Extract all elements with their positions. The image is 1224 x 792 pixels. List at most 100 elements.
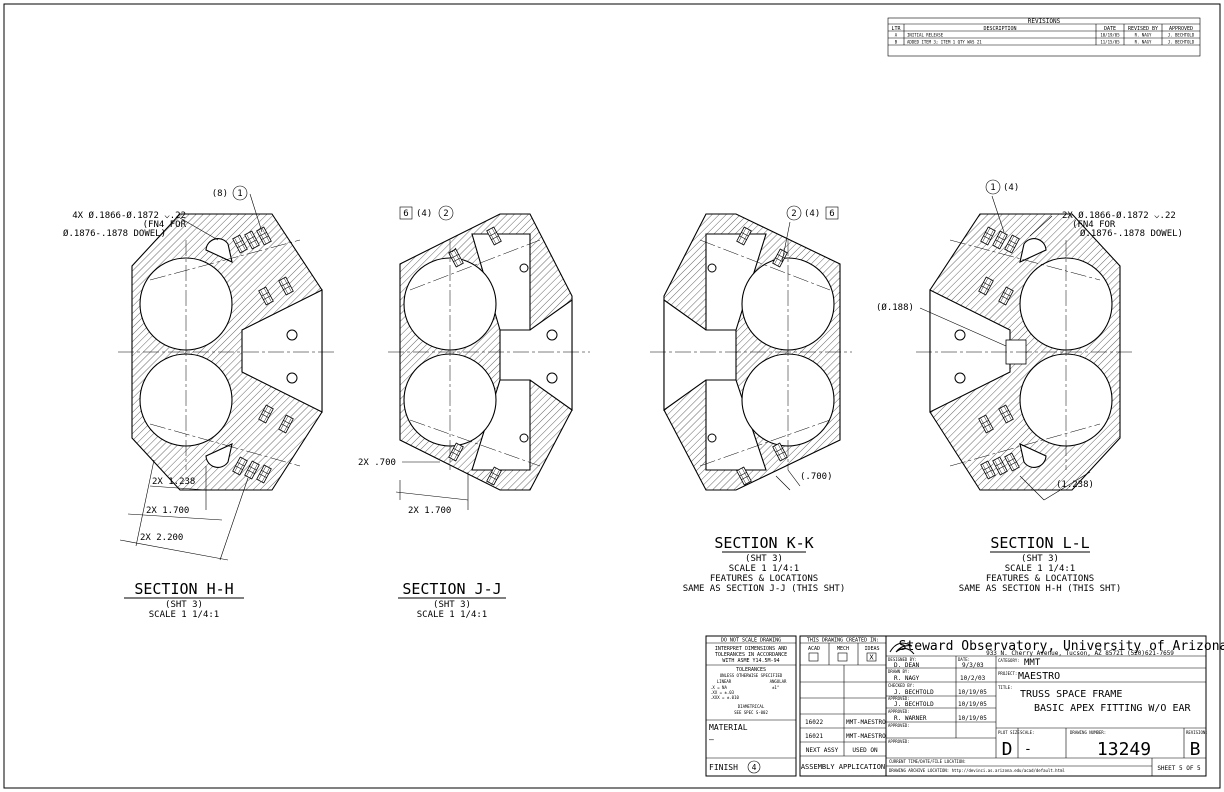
tb-do-not-scale: DO NOT SCALE DRAWING: [721, 638, 781, 644]
hh-balloon-circle: [232, 185, 248, 201]
tb-title-label: TITLE:: [998, 685, 1012, 690]
steward-logo-icon: [889, 642, 915, 655]
tb-next-assy-2-num: 16021: [805, 733, 823, 740]
tb-drawing-number-label: DRAWING NUMBER:: [1070, 730, 1106, 735]
rev-row-b-approved: J. BECHTOLD: [1168, 40, 1195, 45]
kk-flag-box: [825, 206, 839, 220]
ll-line-same-as: SAME AS SECTION H-H (THIS SHT): [959, 584, 1122, 594]
jj-title: SECTION J-J: [402, 580, 501, 598]
kk-line-same-as: SAME AS SECTION J-J (THIS SHT): [683, 584, 846, 594]
tb-drawn-by: R. NAGY: [894, 675, 920, 682]
tb-designed-by-label: DESIGNED BY:: [888, 657, 917, 662]
rev-header-date: DATE: [1104, 26, 1116, 32]
hh-balloon-number: 1: [237, 189, 242, 199]
rev-row-b-description: ADDED ITEM 3; ITEM 1 QTY WAS 21: [907, 40, 982, 45]
hh-line-scale: SCALE 1 1/4:1: [149, 610, 219, 620]
tb-org-address: 933 N. Cherry Avenue, Tucson, AZ 85721 (…: [986, 650, 1174, 657]
tb-title-line2: BASIC APEX FITTING W/O EAR: [1034, 703, 1192, 714]
tb-archive-location: DRAWING ARCHIVE LOCATION: http://devinci…: [889, 768, 1065, 773]
tb-approved2-date: 10/19/05: [958, 715, 987, 722]
hh-note-line3: Ø.1876-.1878 DOWEL): [63, 228, 166, 239]
ll-side-note: (Ø.188): [876, 302, 914, 313]
tb-scale: -: [1024, 742, 1032, 757]
kk-title: SECTION K-K: [714, 534, 813, 552]
sheet-border: [3, 3, 1221, 789]
ll-balloon-number: 1: [990, 183, 995, 193]
tb-revision-label: REVISION:: [1186, 730, 1208, 735]
revisions-table: REVISIONS LTR DESCRIPTION DATE REVISED B…: [887, 17, 1201, 57]
ll-line-sht: (SHT 3): [1021, 554, 1059, 564]
tb-interpret-1: INTERPRET DIMENSIONS AND: [715, 646, 787, 652]
title-block: [705, 635, 1207, 777]
tb-finish-label: FINISH: [709, 763, 738, 772]
ll-note-line3: Ø.1876-.1878 DOWEL): [1080, 228, 1183, 239]
hh-title: SECTION H-H: [134, 580, 233, 598]
kk-dim-700: (.700): [800, 472, 833, 482]
tb-diametrical: DIAMETRICAL: [738, 704, 765, 709]
tb-org-name: Steward Observatory, University of Arizo…: [899, 639, 1224, 654]
tb-checked-date: 10/19/05: [958, 689, 987, 696]
tb-angular: ANGULAR: [770, 679, 787, 684]
tb-approved2-label: APPROVED:: [888, 709, 910, 714]
rev-row-a-ltr: A: [895, 33, 898, 38]
tb-next-assy-2-used: MMT-MAESTRO: [846, 733, 886, 740]
hh-note-line2: (FN4 FOR: [143, 220, 187, 230]
rev-row-b-ltr: B: [895, 40, 898, 45]
ll-callout-qty: (4): [1003, 183, 1019, 193]
kk-balloon-circle: [786, 205, 802, 221]
tb-tol-angular: ±1°: [772, 685, 779, 690]
tb-tol-xxx: .XXX = ±.010: [710, 695, 739, 700]
hh-line-sht: (SHT 3): [165, 600, 203, 610]
tb-next-assy-1-num: 16022: [805, 719, 823, 726]
tb-created-in: THIS DRAWING CREATED IN:: [807, 638, 879, 644]
tb-interpret-3: WITH ASME Y14.5M-94: [722, 658, 779, 664]
tb-approved1-date: 10/19/05: [958, 701, 987, 708]
tb-material-value: –: [709, 735, 714, 744]
tb-checked-by-label: CHECKED BY:: [888, 683, 915, 688]
hh-callout-qty: (8): [212, 189, 228, 199]
hh-note-line1: 4X Ø.1866-Ø.1872 ⌵.22: [72, 210, 186, 221]
jj-line-scale: SCALE 1 1/4:1: [417, 610, 487, 620]
rev-header-revised-by: REVISED BY: [1128, 26, 1158, 32]
hh-dim-2200: 2X 2.200: [140, 533, 183, 543]
tb-approved3-label: APPROVED:: [888, 723, 910, 728]
tb-approved4-label: APPROVED:: [888, 739, 910, 744]
jj-flag-box: [399, 206, 413, 220]
tb-designed-date-label: DATE:: [958, 657, 970, 662]
jj-balloon-number: 2: [443, 209, 448, 219]
ll-line-scale: SCALE 1 1/4:1: [1005, 564, 1075, 574]
tb-cad-checkmark: X: [869, 654, 874, 662]
rev-row-a-date: 10/19/05: [1100, 33, 1120, 38]
kk-balloon-number: 2: [791, 209, 796, 219]
rev-header-ltr: LTR: [891, 26, 901, 32]
rev-row-a-revised-by: R. NAGY: [1135, 33, 1152, 38]
kk-line-features: FEATURES & LOCATIONS: [710, 574, 818, 584]
kk-line-sht: (SHT 3): [745, 554, 783, 564]
section-j-j-view: [388, 213, 590, 510]
tb-linear: LINEAR: [717, 679, 732, 684]
tb-current-time-label: CURRENT TIME/DATE/FILE LOCATION:: [889, 759, 966, 764]
tb-cad-acad: ACAD: [808, 646, 820, 652]
kk-callout-qty: (4): [804, 209, 820, 219]
tb-material-label: MATERIAL: [709, 723, 748, 732]
tb-drawn-date: 10/2/03: [960, 675, 986, 682]
tb-approved1: J. BECHTOLD: [894, 701, 934, 708]
ll-note-line1: 2X Ø.1866-Ø.1872 ⌵.22: [1062, 210, 1176, 221]
kk-flag-number: 6: [829, 209, 834, 219]
ll-balloon-circle: [985, 179, 1001, 195]
tb-tolerances: TOLERANCES: [736, 667, 766, 673]
rev-row-a-approved: J. BECHTOLD: [1168, 33, 1195, 38]
hh-dim-1700: 2X 1.700: [146, 506, 189, 516]
tb-drawn-by-label: DRAWN BY:: [888, 669, 910, 674]
rev-header-description: DESCRIPTION: [983, 26, 1016, 32]
ll-dim-1238: (1.238): [1056, 480, 1094, 490]
hh-dim-1238: 2X 1.238: [152, 477, 195, 487]
section-l-l-view: [916, 195, 1134, 501]
tb-designed-date: 9/3/03: [962, 662, 984, 669]
ll-line-features: FEATURES & LOCATIONS: [986, 574, 1094, 584]
tb-next-assy-1-used: MMT-MAESTRO: [846, 719, 886, 726]
rev-header-approved: APPROVED: [1169, 26, 1193, 32]
tb-tol-xx: .XX = ±.03: [710, 690, 735, 695]
jj-dim-700: 2X .700: [358, 458, 396, 468]
